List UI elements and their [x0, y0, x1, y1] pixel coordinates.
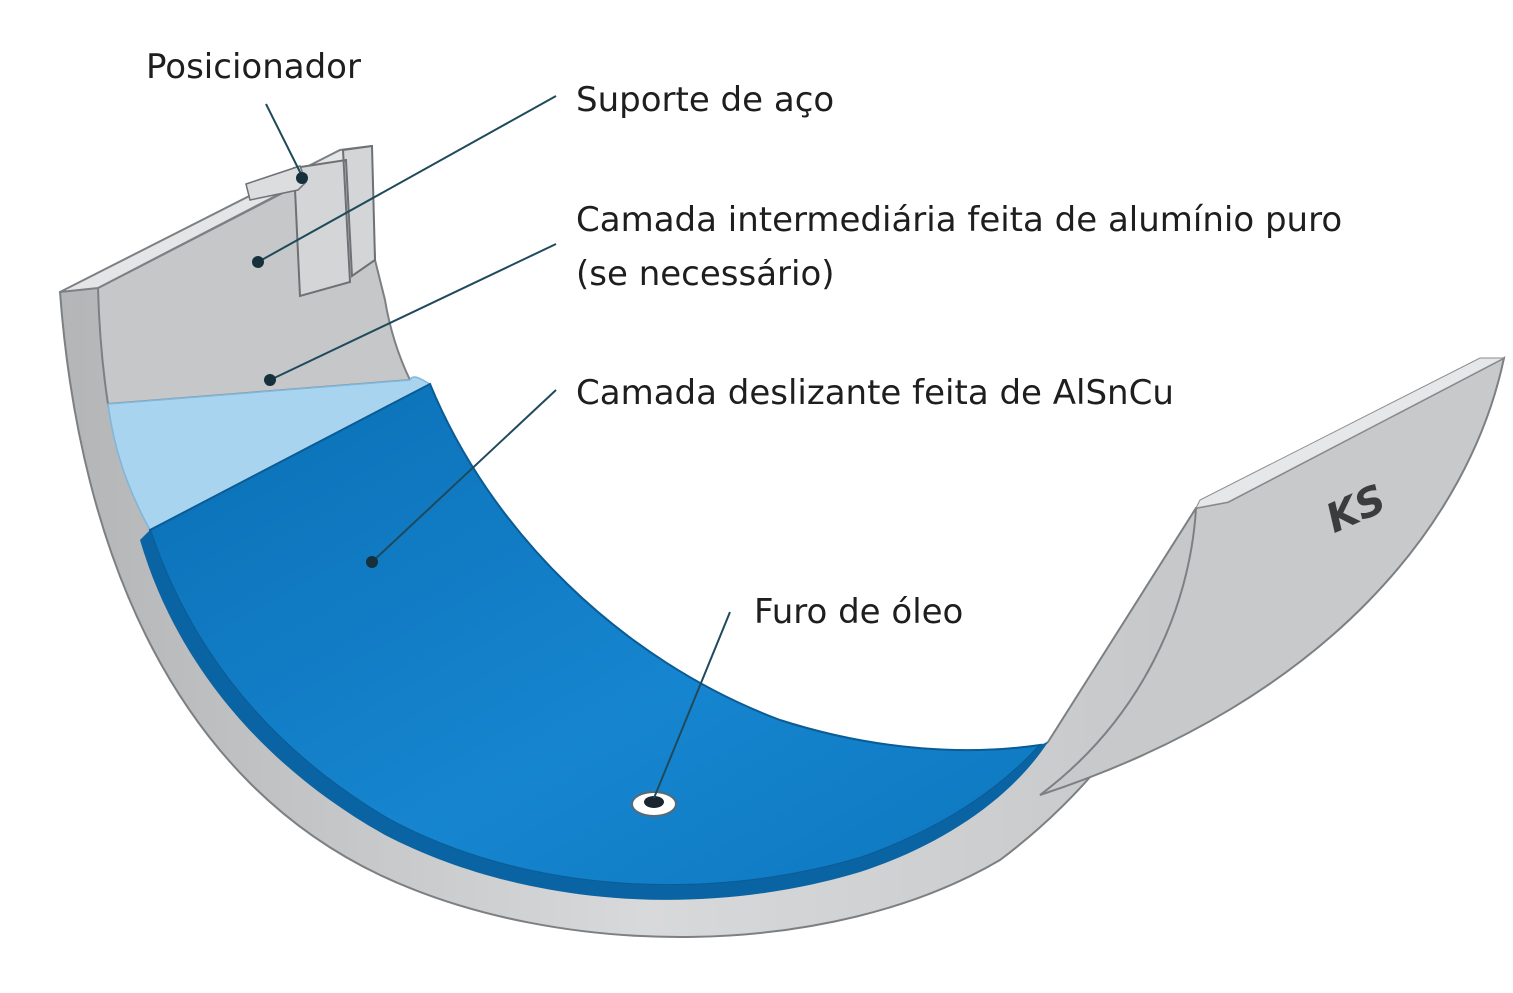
leader-suporte: [257, 95, 557, 263]
dot-camada-int: [264, 374, 276, 386]
label-posicionador: Posicionador: [146, 47, 361, 87]
leader-lines: [257, 95, 731, 799]
label-furo-oleo: Furo de óleo: [754, 592, 964, 632]
right-end-face-top: [1195, 357, 1505, 509]
label-camada-deslizante: Camada deslizante feita de AlSnCu: [576, 373, 1174, 413]
sliding-layer-rim: [140, 530, 1048, 900]
leader-posicionador: [265, 103, 303, 177]
leader-camada-desl: [371, 389, 557, 563]
leader-furo: [653, 611, 731, 799]
label-suporte-aco: Suporte de aço: [576, 80, 835, 120]
leader-dots: [252, 172, 378, 568]
oil-hole-inner: [644, 796, 664, 808]
leader-camada-int: [269, 243, 557, 381]
label-camada-intermediaria-line1: Camada intermediária feita de alumínio p…: [576, 200, 1343, 240]
label-camada-intermediaria-line2: (se necessário): [576, 254, 835, 294]
label-camada-intermediaria: Camada intermediária feita de alumínio p…: [576, 193, 1342, 301]
positioner-tab: [292, 144, 377, 298]
sliding-layer: [148, 382, 1043, 887]
dot-posicionador: [296, 172, 308, 184]
dot-suporte: [252, 256, 264, 268]
dot-camada-desl: [366, 556, 378, 568]
right-end-face: [1039, 356, 1506, 796]
positioner-notch: [245, 165, 307, 201]
